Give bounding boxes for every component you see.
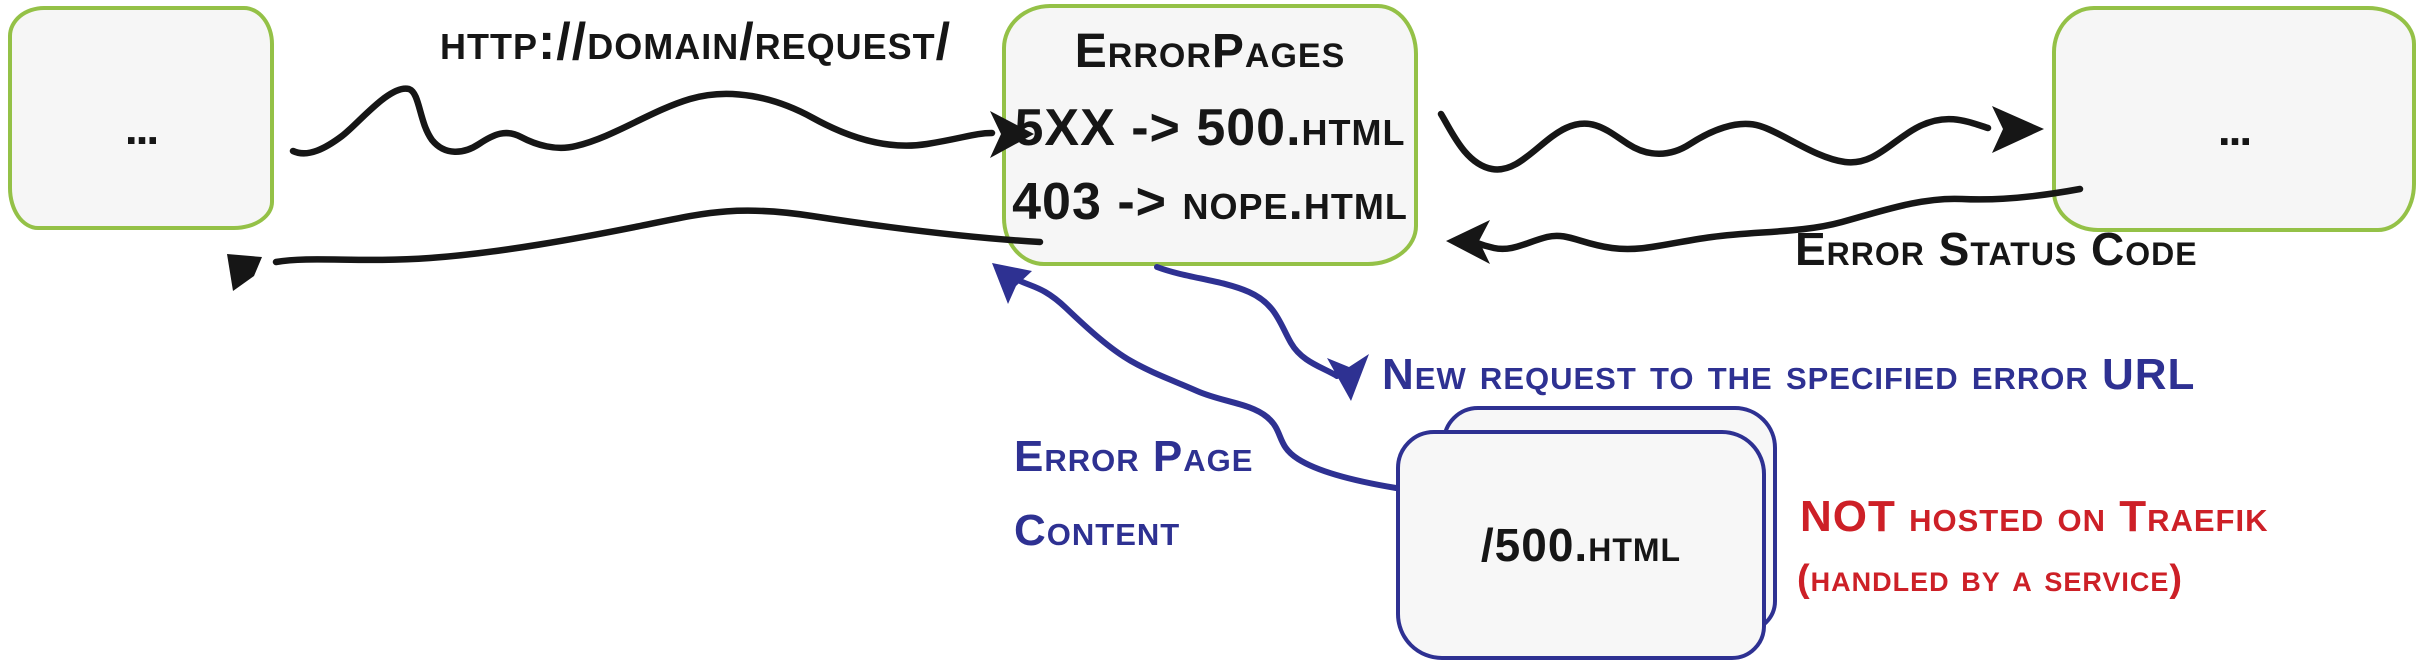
request-arrow	[289, 85, 1034, 158]
errorpages-mapping-403: 403 -> nope.html	[1012, 173, 1408, 231]
forward-request-arrow	[1437, 106, 2044, 173]
errorpages-mapping-5xx: 5XX -> 500.html	[1014, 99, 1406, 157]
error-page-box: /500.html	[1396, 430, 1766, 660]
errorpages-box: ErrorPages 5XX -> 500.html 403 -> nope.h…	[1002, 4, 1418, 266]
error-status-code-label: Error Status Code	[1795, 223, 2198, 275]
service-box-label: ...	[2217, 103, 2252, 155]
error-page-content-line1: Error Page	[1014, 432, 1254, 481]
not-hosted-label: NOT hosted on Traefik	[1800, 492, 2269, 541]
response-arrow	[227, 207, 1044, 291]
request-url-label: http://domain/request/	[440, 13, 952, 71]
handled-by-service-label: (handled by a service)	[1797, 558, 2184, 600]
error-page-content-line2: Content	[1014, 506, 1181, 555]
error-page-path: /500.html	[1480, 519, 1682, 571]
error-page-content-label: Error Page Content	[1014, 420, 1253, 568]
client-box-label: ...	[124, 102, 159, 154]
errorpages-title: ErrorPages	[1074, 25, 1346, 78]
service-box: ...	[2052, 6, 2416, 232]
new-request-arrow	[1154, 264, 1369, 401]
new-request-label: New request to the specified error URL	[1382, 350, 2196, 399]
client-box: ...	[8, 6, 274, 230]
